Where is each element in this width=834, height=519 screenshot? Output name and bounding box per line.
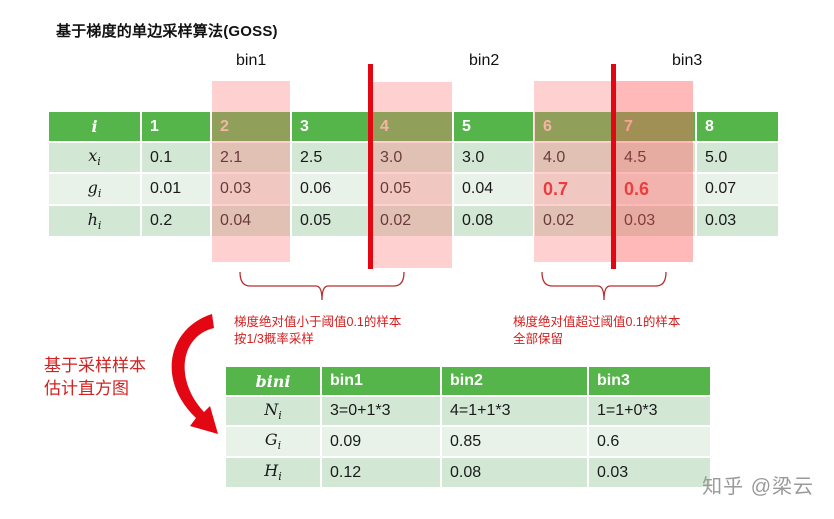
cell: 0.03 (210, 172, 292, 206)
cell: 2.1 (210, 141, 292, 174)
bin2-header: bin2 (440, 365, 589, 397)
cell: 5.0 (695, 141, 780, 174)
cell: 0.1 (140, 141, 212, 174)
bin-divider-line (611, 64, 616, 269)
row-label-G: Gi (224, 425, 322, 458)
cell: 0.85 (440, 425, 589, 458)
curved-arrow-icon (171, 314, 218, 434)
samples-table: i 1 2 3 4 5 6 7 8 xi 0.1 2.1 2.5 3.0 3.0… (47, 110, 780, 238)
right-brace-icon (541, 271, 667, 301)
cell: 0.05 (370, 172, 454, 206)
cell: 2.5 (290, 141, 372, 174)
cell: 0.08 (452, 204, 535, 238)
cell: 3.0 (452, 141, 535, 174)
table-row-N: Ni 3=0+1*3 4=1+1*3 1=1+0*3 (224, 395, 712, 427)
high-gradient-note: 梯度绝对值超过阈值0.1的样本 全部保留 (513, 315, 681, 346)
cell: 0.04 (452, 172, 535, 206)
cell: 0.02 (533, 204, 616, 238)
cell: 4.5 (614, 141, 697, 174)
cell: 0.06 (290, 172, 372, 206)
row-label-x: xi (47, 141, 142, 174)
cell: 0.2 (140, 204, 212, 238)
sample-index-8: 8 (695, 110, 780, 143)
sample-index-4: 4 (370, 110, 454, 143)
row-label-h: hi (47, 204, 142, 238)
cell: 0.02 (370, 204, 454, 238)
cell: 4=1+1*3 (440, 395, 589, 427)
bin1-label: bin1 (236, 52, 267, 69)
bin-header: bini (224, 365, 322, 397)
bin-divider-line (368, 64, 373, 269)
table-row-g: gi 0.01 0.03 0.06 0.05 0.04 0.7 0.6 0.07 (47, 172, 780, 206)
cell: 4.0 (533, 141, 616, 174)
sample-index-1: 1 (140, 110, 212, 143)
cell: 0.01 (140, 172, 212, 206)
bin3-label: bin3 (672, 52, 703, 69)
cell: 0.07 (695, 172, 780, 206)
row-label-N: Ni (224, 395, 322, 427)
low-gradient-note: 梯度绝对值小于阈值0.1的样本 按1/3概率采样 (234, 315, 402, 346)
table-row-G: Gi 0.09 0.85 0.6 (224, 425, 712, 458)
sample-index-3: 3 (290, 110, 372, 143)
large-gradient-cell: 0.7 (533, 172, 616, 206)
table-row-x: xi 0.1 2.1 2.5 3.0 3.0 4.0 4.5 5.0 (47, 141, 780, 174)
left-brace-icon (239, 271, 405, 301)
sample-index-7: 7 (614, 110, 697, 143)
row-label-g: gi (47, 172, 142, 206)
cell: 0.03 (614, 204, 697, 238)
cell: 0.08 (440, 456, 589, 489)
large-gradient-cell: 0.6 (614, 172, 697, 206)
sample-index-2: 2 (210, 110, 292, 143)
histogram-table: bini bin1 bin2 bin3 Ni 3=0+1*3 4=1+1*3 1… (224, 365, 712, 489)
row-label-H: Hi (224, 456, 322, 489)
histogram-header-row: bini bin1 bin2 bin3 (224, 365, 712, 397)
sample-index-6: 6 (533, 110, 616, 143)
cell: 0.6 (587, 425, 712, 458)
cell: 3.0 (370, 141, 454, 174)
cell: 0.09 (320, 425, 442, 458)
samples-header-row: i 1 2 3 4 5 6 7 8 (47, 110, 780, 143)
bin1-header: bin1 (320, 365, 442, 397)
cell: 0.03 (695, 204, 780, 238)
cell: 0.04 (210, 204, 292, 238)
watermark: 知乎 @梁云 (702, 476, 814, 498)
cell: 1=1+0*3 (587, 395, 712, 427)
cell: 0.12 (320, 456, 442, 489)
index-header: i (47, 110, 142, 143)
cell: 0.03 (587, 456, 712, 489)
table-row-h: hi 0.2 0.04 0.05 0.02 0.08 0.02 0.03 0.0… (47, 204, 780, 238)
sample-index-5: 5 (452, 110, 535, 143)
cell: 3=0+1*3 (320, 395, 442, 427)
bin3-header: bin3 (587, 365, 712, 397)
diagram-title: 基于梯度的单边采样算法(GOSS) (56, 23, 278, 40)
histogram-estimate-note: 基于采样样本 估计直方图 (44, 356, 146, 398)
bin2-label: bin2 (469, 52, 500, 69)
table-row-H: Hi 0.12 0.08 0.03 (224, 456, 712, 489)
cell: 0.05 (290, 204, 372, 238)
